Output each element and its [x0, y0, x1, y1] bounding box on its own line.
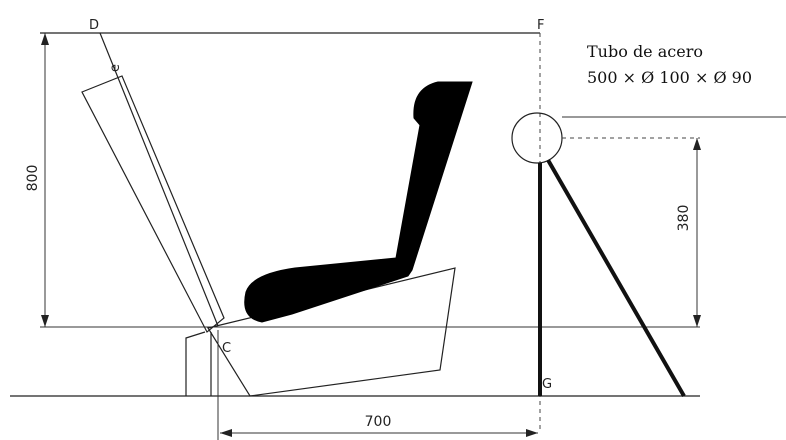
height-dimension-label: 800	[25, 165, 41, 192]
diagonal-strut	[546, 159, 686, 397]
tube-height-dimension-label: 380	[676, 205, 692, 232]
width-dimension-label: 700	[365, 414, 392, 430]
tube-note-title: Tubo de acero	[587, 42, 703, 61]
point-label-g: G	[542, 377, 552, 392]
tube-height-dimension	[693, 138, 701, 327]
steel-tube	[511, 112, 563, 164]
point-label-e: e	[108, 64, 123, 72]
child-seat-silhouette	[244, 81, 473, 323]
point-label-f: F	[537, 18, 544, 33]
backrest	[81, 32, 225, 333]
tube-note-dimensions: 500 × Ø 100 × Ø 90	[587, 68, 752, 87]
point-label-d: D	[89, 18, 99, 33]
point-label-c: C	[222, 341, 231, 356]
width-dimension	[217, 330, 538, 440]
height-dimension	[41, 33, 49, 327]
